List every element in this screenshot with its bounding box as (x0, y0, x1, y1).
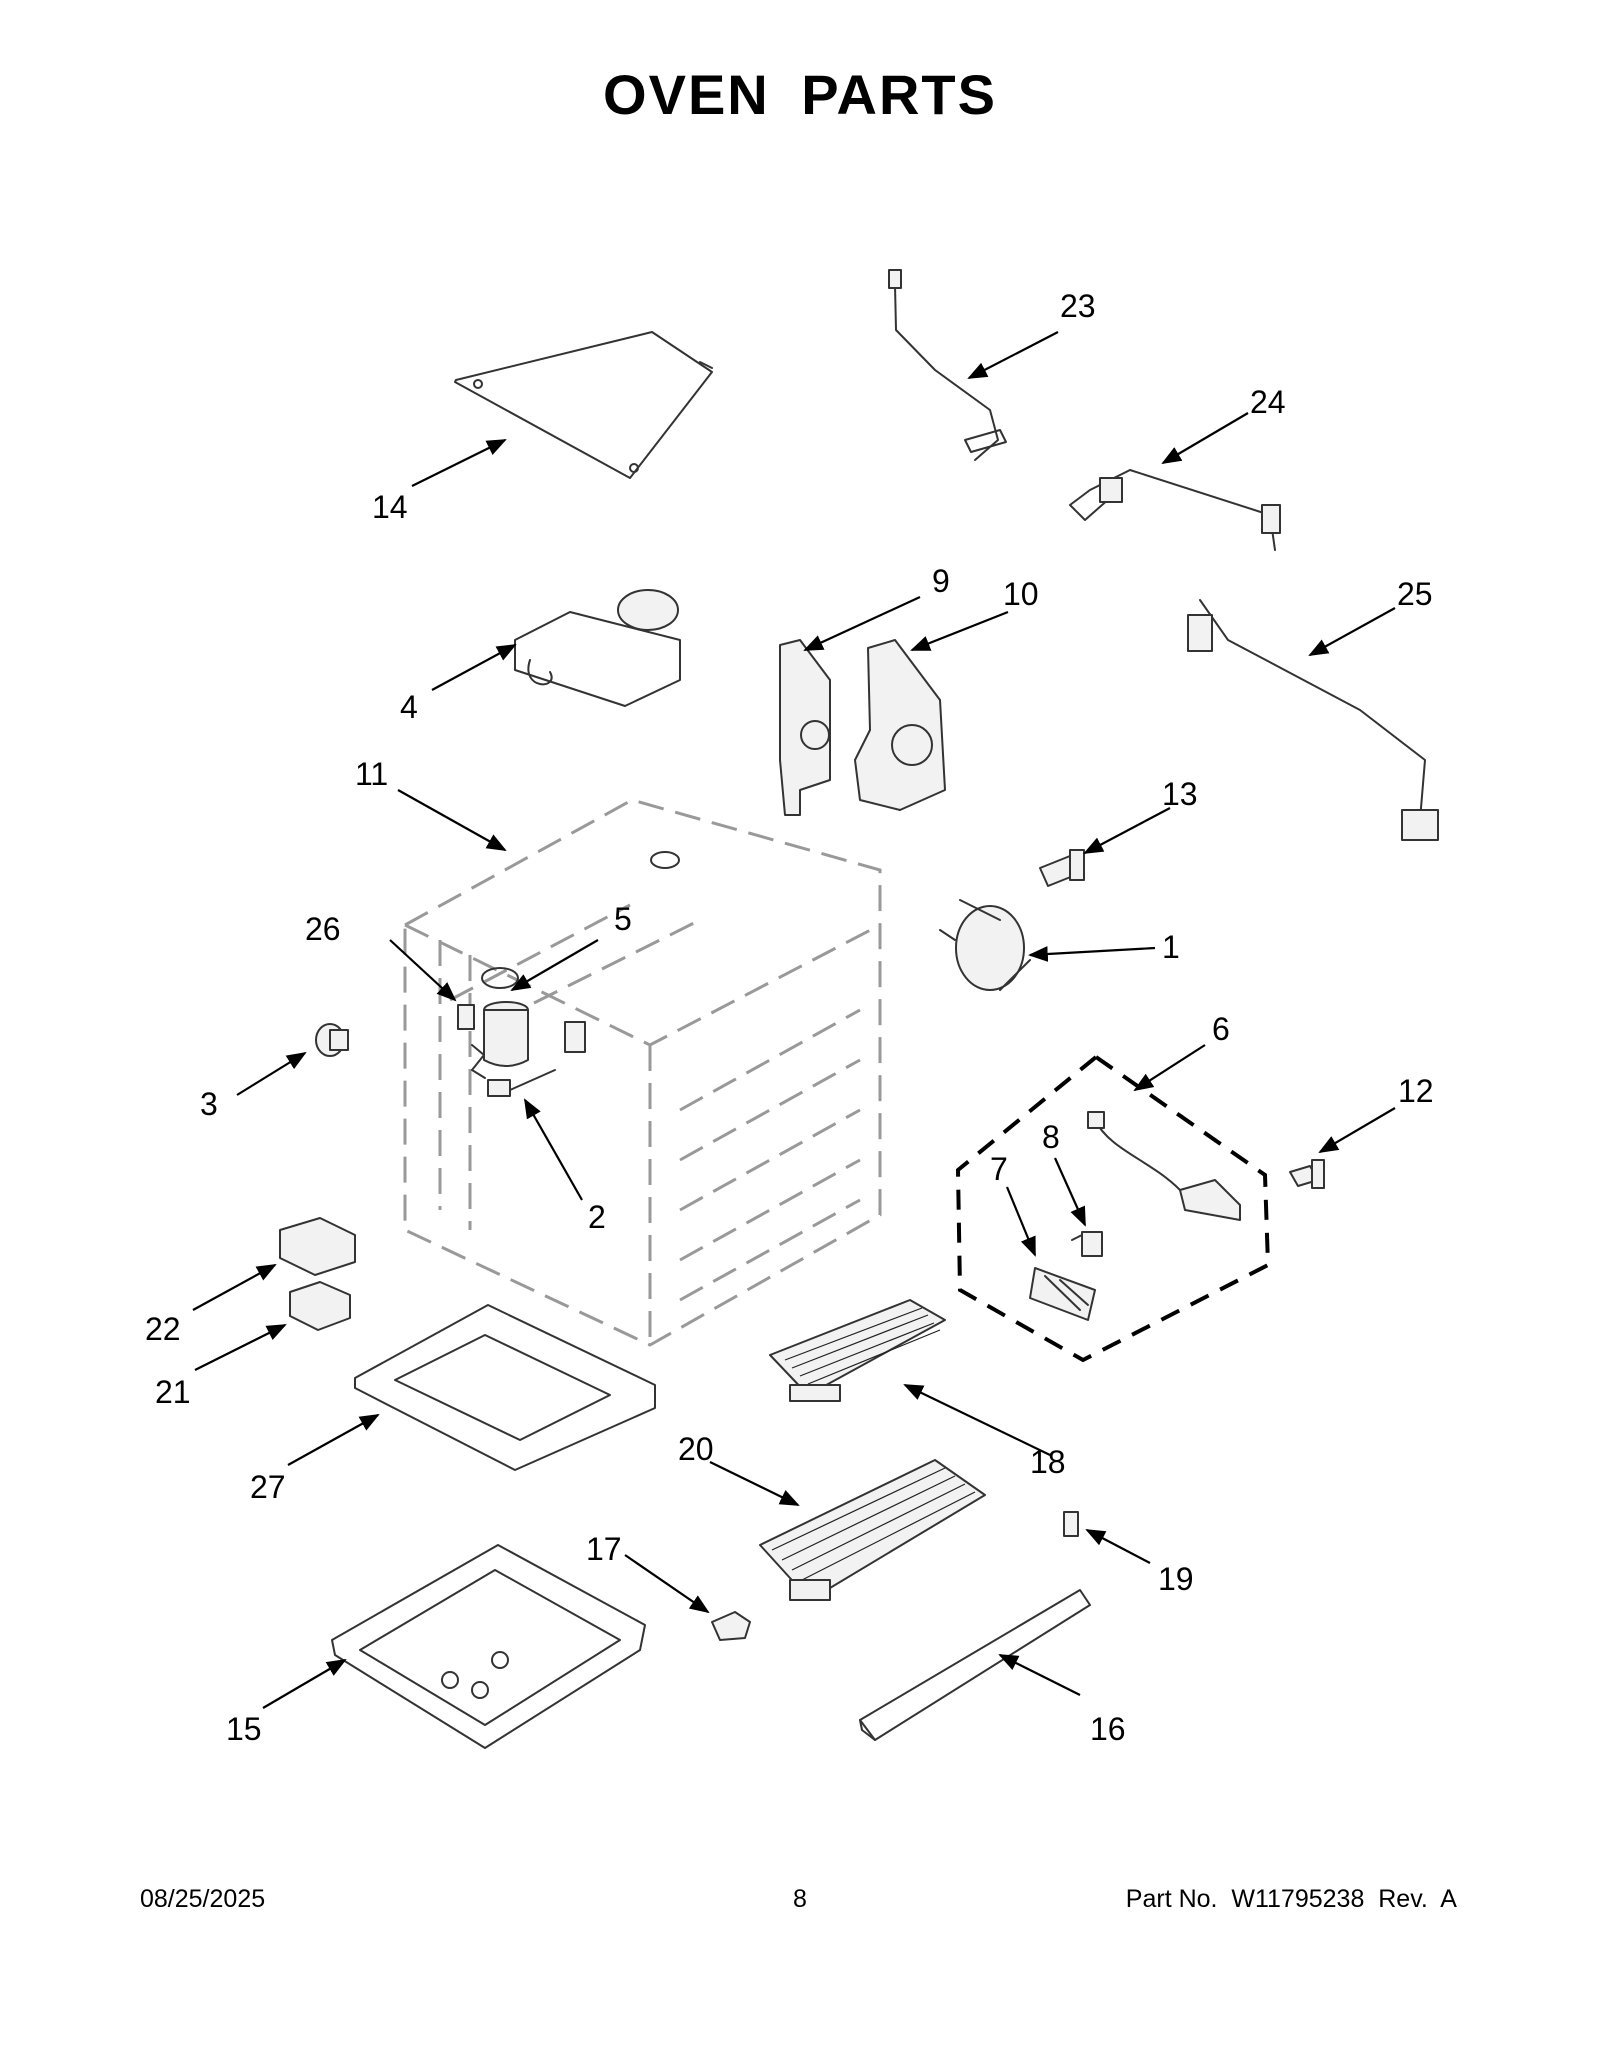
callout-22: 22 (145, 1311, 181, 1347)
callout-11: 11 (355, 756, 388, 792)
callout-17: 17 (586, 1531, 622, 1567)
callout-24: 24 (1250, 384, 1286, 420)
callout-2: 2 (588, 1199, 606, 1235)
part-6-light-assembly (955, 1054, 1271, 1363)
part-10-bracket (854, 639, 946, 811)
part-17-bracket (711, 1611, 751, 1641)
callout-4: 4 (400, 689, 418, 725)
callout-25: 25 (1397, 576, 1433, 612)
part-16-rail (859, 1589, 1091, 1741)
part-27-tray (354, 1304, 656, 1471)
callout-12: 12 (1398, 1073, 1434, 1109)
callout-8: 8 (1042, 1119, 1060, 1155)
part-9-bracket (779, 639, 831, 816)
part-18-element (769, 1299, 946, 1402)
callout-5: 5 (614, 901, 632, 937)
callout-10: 10 (1003, 576, 1039, 612)
footer-part-number: Part No. W11795238 Rev. A (1125, 1885, 1457, 1913)
part-21-block (289, 1281, 351, 1331)
part-26-screw (457, 1004, 475, 1030)
callout-9: 9 (932, 563, 950, 599)
part-20-element (759, 1459, 986, 1601)
part-11-oven-cavity (403, 798, 882, 1347)
part-19-screw (1063, 1511, 1079, 1537)
callout-20: 20 (678, 1431, 714, 1467)
callout-23: 23 (1060, 288, 1096, 324)
footer-date: 08/25/2025 (140, 1885, 266, 1913)
part-4-igniter (514, 589, 681, 707)
part-3-plug (315, 1023, 349, 1057)
part-14-shield (454, 331, 713, 479)
callout-21: 21 (155, 1374, 191, 1410)
callout-18: 18 (1030, 1444, 1066, 1480)
callout-labels: 23 24 14 9 10 25 4 11 13 26 5 1 6 3 12 8… (145, 288, 1434, 1747)
callout-7: 7 (990, 1151, 1008, 1187)
part-5-burner (471, 1001, 529, 1079)
part-13-screw (1039, 849, 1085, 887)
callout-16: 16 (1090, 1711, 1126, 1747)
callout-6: 6 (1212, 1011, 1230, 1047)
footer-page-number: 8 (793, 1885, 807, 1913)
callout-15: 15 (226, 1711, 262, 1747)
callout-3: 3 (200, 1086, 218, 1122)
callout-1: 1 (1162, 929, 1180, 965)
callout-26: 26 (305, 911, 341, 947)
part-7-lens (1029, 1267, 1096, 1321)
part-2-sensor (487, 1021, 586, 1097)
part-24-tube (1069, 469, 1281, 551)
part-1-flange (939, 899, 1031, 991)
callout-19: 19 (1158, 1561, 1194, 1597)
callout-14: 14 (372, 489, 408, 525)
part-8-bulb (1071, 1231, 1103, 1257)
part-25-tube (1187, 599, 1439, 841)
part-12-screw (1289, 1159, 1325, 1189)
leader-lines (192, 331, 1396, 1709)
part-22-box (279, 1217, 356, 1276)
callout-27: 27 (250, 1469, 286, 1505)
part-23-tube (888, 269, 1007, 461)
page-title: OVEN PARTS (603, 63, 997, 126)
part-15-drip-pan (331, 1544, 646, 1749)
callout-13: 13 (1162, 776, 1198, 812)
